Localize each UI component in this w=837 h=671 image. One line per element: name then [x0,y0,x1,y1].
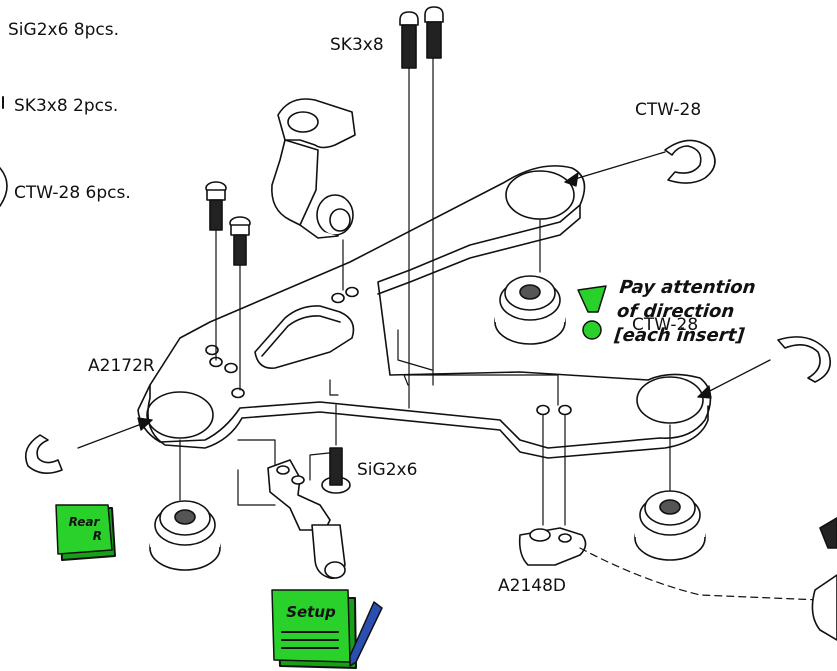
a2148d-part [518,527,587,566]
main-plate [137,165,712,459]
parts-list-item-sig2x6: SiG2x6 8pcs. [8,20,119,40]
dashed-guide-line [579,547,821,601]
parts-list-item-ctw28: CTW-28 6pcs. [14,183,131,203]
attention-note-line3: [each insert] [613,325,746,346]
explode-lines [179,54,671,526]
rear-badge-label: Rear R [60,515,108,543]
callout-sig2x6: SiG2x6 [357,460,418,480]
parts-list-item-sk3x8: SK3x8 2pcs. [14,96,119,116]
rear-badge-line1: Rear [68,515,100,529]
rear-badge-line2: R [92,529,102,543]
setup-badge [271,589,383,669]
sk3x8-screws [399,6,444,69]
lower-ball-joint [267,459,346,580]
upper-ball-joint [271,98,356,239]
callout-a2148d: A2148D [498,576,566,596]
attention-note-line2: of direction [615,301,736,322]
e-clips [24,139,831,474]
callout-sk3x8: SK3x8 [330,35,384,55]
rear-badge [55,504,116,561]
direction-symbols [577,285,607,340]
callout-a2172r: A2172R [88,356,155,376]
callout-ctw28-right: CTW-28 [632,315,699,335]
setup-badge-label: Setup [286,603,336,621]
attention-note-line1: Pay attention [618,277,757,298]
bushings [149,275,706,571]
edge-part [811,517,837,641]
attention-note: Pay attention of direction [each insert] [613,276,757,348]
parts-list-icons [0,96,8,207]
callout-ctw28-top: CTW-28 [635,100,702,120]
sig2x6-screw [321,447,351,494]
arrows [77,151,771,449]
upper-left-screws [205,181,251,266]
